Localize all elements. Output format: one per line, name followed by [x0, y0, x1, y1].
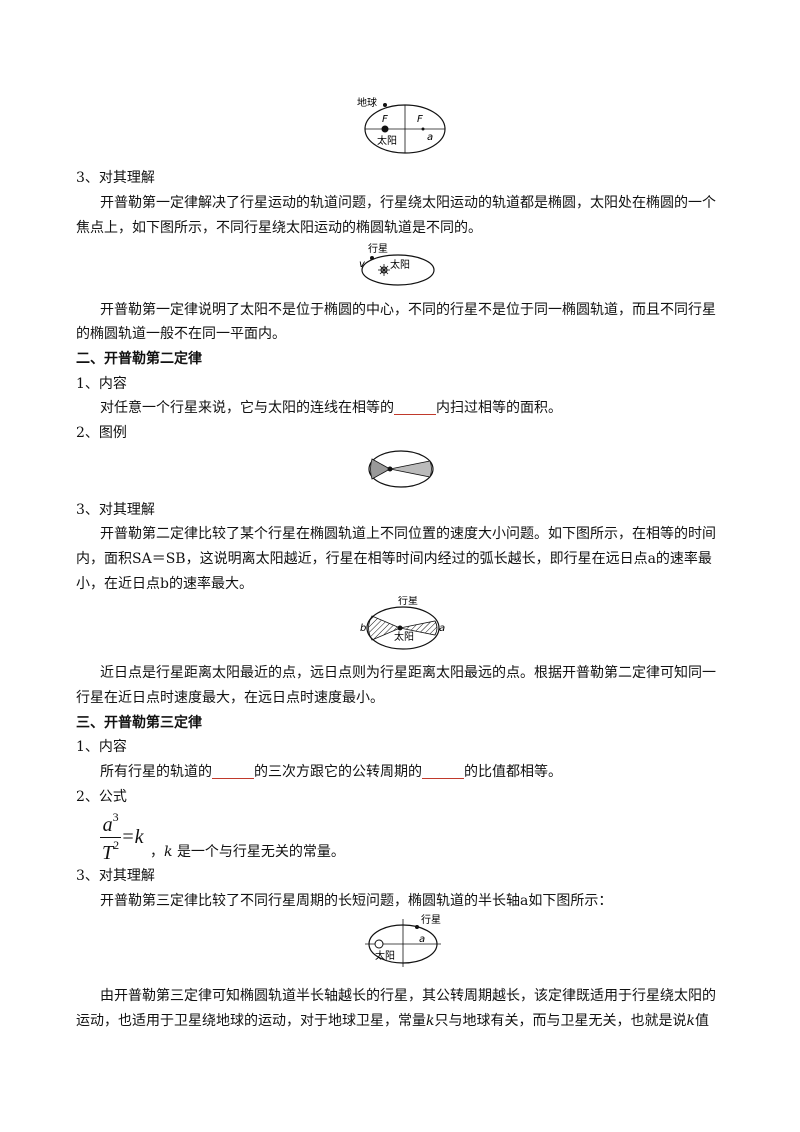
formula-note-k: k [164, 844, 173, 860]
formula-denominator: T2 [102, 838, 120, 864]
law2-paragraph2-line2: 行星在近日点时速度最大，在远日点时速度最小。 [76, 690, 384, 706]
law2-paragraph2-line1: 近日点是行星距离太阳最近的点，远日点则为行星距离太阳最远的点。根据开普勒第二定律… [100, 665, 716, 681]
sun-label: 太阳 [377, 134, 397, 147]
law3-paragraph2-line1: 由开普勒第三定律可知椭圆轨道半长轴越长的行星，其公转周期越长，该定律既适用于行星… [100, 988, 716, 1004]
constant-k: k [426, 1013, 435, 1029]
law3-understanding-heading: 3、对其理解 [76, 868, 155, 884]
law1-understanding-heading: 3、对其理解 [76, 170, 155, 186]
law2-example-heading: 2、图例 [76, 425, 127, 441]
law3-content-part2: 的三次方跟它的公转周期的 [254, 764, 422, 780]
law2-paragraph1-line2: 内，面积SA＝SB，这说明离太阳越近，行星在相等时间内经过的弧长越长，即行星在远… [76, 551, 712, 567]
aphelion-label: a [439, 623, 445, 634]
law2-understanding-heading: 3、对其理解 [76, 502, 155, 518]
law1-paragraph1-line2: 焦点上，如下图所示，不同行星绕太阳运动的椭圆轨道是不同的。 [76, 220, 482, 236]
equal-area-figure [368, 450, 434, 488]
ellipse-foci-figure: 地球 F F 太阳 a [357, 96, 446, 154]
sun-label: 太阳 [394, 630, 414, 643]
law1-paragraph2-line1: 开普勒第一定律说明了太阳不是位于椭圆的中心，不同的行星不是位于同一椭圆轨道，而且… [100, 302, 716, 318]
fill-blank [212, 764, 254, 779]
semi-axis-label: a [419, 934, 425, 945]
formula-note: ，k 是一个与行星无关的常量。 [150, 844, 345, 860]
semi-major-axis-figure: 行星 太阳 a [365, 913, 441, 967]
sun-label: 太阳 [390, 258, 410, 271]
law3-formula-heading: 2、公式 [76, 789, 127, 805]
sun-dot [381, 125, 389, 133]
law2-paragraph1-line3: 小，在近日点b的速率最大。 [76, 576, 253, 592]
perihelion-label: b [360, 623, 366, 634]
earth-label: 地球 [357, 96, 377, 109]
velocity-label: v [359, 259, 366, 270]
planet-dot [370, 256, 374, 260]
focus-label-1: F [382, 114, 388, 125]
fill-blank [394, 400, 436, 415]
law2-content-after: 内扫过相等的面积。 [436, 400, 562, 416]
law1-paragraph2-line2: 的椭圆轨道一般不在同一平面内。 [76, 326, 286, 342]
planet-label: 行星 [421, 913, 441, 926]
law2-title: 二、开普勒第二定律 [76, 351, 202, 367]
sun-label: 太阳 [375, 949, 395, 962]
law3-content-line: 所有行星的轨道的 的三次方跟它的公转周期的 的比值都相等。 [100, 762, 562, 782]
fill-blank [422, 764, 464, 779]
law3-title: 三、开普勒第三定律 [76, 715, 202, 731]
semi-axis-label: a [427, 132, 433, 143]
kepler-third-law-formula: a3 T2 =k [100, 810, 144, 865]
law1-paragraph1-line1: 开普勒第一定律解决了行星运动的轨道问题，行星绕太阳运动的轨道都是椭圆，太阳处在椭… [100, 195, 716, 211]
formula-numerator: a3 [100, 810, 122, 838]
focus-label-2: F [417, 114, 423, 125]
sector-areas-figure: 行星 太阳 a b [360, 596, 445, 650]
law3-content-part1: 所有行星的轨道的 [100, 764, 212, 780]
law2-content-before: 对任意一个行星来说，它与太阳的连线在相等的 [100, 400, 394, 416]
law3-paragraph2-line2: 运动，也适用于卫星绕地球的运动，对于地球卫星，常量k只与地球有关，而与卫星无关，… [76, 1013, 709, 1029]
law2-content-line: 对任意一个行星来说，它与太阳的连线在相等的 内扫过相等的面积。 [100, 398, 562, 418]
law3-paragraph1: 开普勒第三定律比较了不同行星周期的长短问题，椭圆轨道的半长轴a如下图所示： [100, 893, 613, 909]
planet-label: 行星 [398, 596, 418, 607]
law2-content-heading: 1、内容 [76, 376, 127, 392]
law2-paragraph1-line1: 开普勒第二定律比较了某个行星在椭圆轨道上不同位置的速度大小问题。如下图所示，在相… [100, 526, 716, 542]
planet-orbit-figure: 行星 太阳 v [359, 242, 435, 286]
earth-dot [383, 103, 387, 107]
formula-rhs: =k [121, 826, 144, 848]
law3-content-part3: 的比值都相等。 [464, 764, 562, 780]
planet-label: 行星 [368, 242, 388, 255]
formula-fraction: a3 T2 [100, 810, 122, 865]
constant-k: k [686, 1013, 695, 1029]
law3-content-heading: 1、内容 [76, 739, 127, 755]
